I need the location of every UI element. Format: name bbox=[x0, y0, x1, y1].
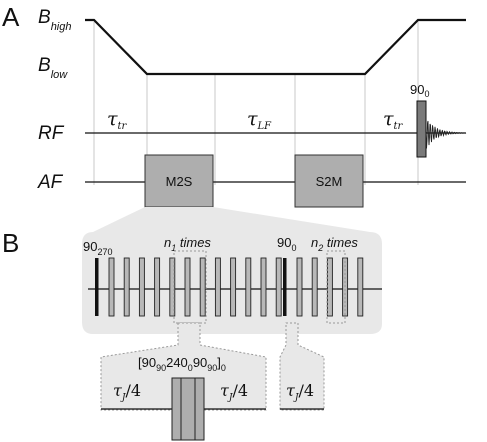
tau-tr-label-2: τtr bbox=[383, 108, 404, 132]
n1-train-pulse bbox=[275, 257, 282, 317]
composite-block-3 bbox=[194, 377, 205, 441]
b-high-label: Bhigh bbox=[38, 7, 71, 33]
s2m-label: S2M bbox=[316, 174, 343, 189]
tau-j-label-gap: τJ/4 bbox=[286, 381, 314, 403]
n1-train-pulse bbox=[245, 257, 252, 317]
tau-j-label-left: τJ/4 bbox=[113, 381, 141, 403]
n2-times-label: n2 times bbox=[311, 235, 358, 253]
n2-selection-box bbox=[326, 250, 346, 324]
readout-pulse-label: 900 bbox=[410, 82, 429, 99]
fid-signal bbox=[425, 120, 467, 149]
panel-b-label: B bbox=[2, 228, 19, 258]
mid-90-pulse bbox=[283, 258, 287, 316]
field-trajectory bbox=[85, 18, 466, 76]
composite-pulse-label: [909024009090]0 bbox=[138, 355, 226, 373]
n1-train-pulse bbox=[138, 257, 145, 317]
s2m-box bbox=[294, 154, 364, 208]
n1-train-pulse bbox=[214, 257, 221, 317]
panel-a-label: A bbox=[2, 2, 20, 32]
af-label: AF bbox=[37, 172, 64, 193]
pulse-train-n1 bbox=[108, 257, 282, 317]
m2s-label: M2S bbox=[166, 174, 193, 189]
timing-guides bbox=[93, 20, 419, 185]
composite-block-2 bbox=[180, 377, 196, 441]
composite-pulse-blocks bbox=[171, 377, 205, 441]
n1-train-pulse bbox=[184, 257, 191, 317]
n1-train-pulse bbox=[154, 257, 161, 317]
n2-train-pulse bbox=[296, 257, 303, 317]
gap-callout bbox=[279, 322, 325, 411]
readout-pulse bbox=[416, 100, 427, 158]
mid-pulse-label: 900 bbox=[277, 235, 296, 253]
tau-lf-label: τLF bbox=[247, 108, 272, 132]
n1-train-pulse bbox=[260, 257, 267, 317]
n2-train-pulse bbox=[357, 257, 364, 317]
n2-train-pulse bbox=[326, 257, 333, 317]
first-90-pulse bbox=[95, 258, 99, 316]
n2-train-pulse bbox=[311, 257, 318, 317]
composite-block-1 bbox=[171, 377, 182, 441]
n1-train-pulse bbox=[169, 257, 176, 317]
n1-train-pulse bbox=[108, 257, 115, 317]
rf-label: RF bbox=[38, 123, 65, 144]
tau-tr-label-1: τtr bbox=[107, 108, 128, 132]
tau-j-label-right: τJ/4 bbox=[220, 381, 248, 403]
b-low-label: Blow bbox=[38, 55, 68, 81]
n1-train-pulse bbox=[199, 257, 206, 317]
n1-train-pulse bbox=[230, 257, 237, 317]
n1-train-pulse bbox=[123, 257, 130, 317]
first-pulse-label: 90270 bbox=[83, 239, 113, 257]
m2s-box bbox=[144, 154, 214, 208]
n1-times-label: n1 times bbox=[164, 235, 211, 253]
composite-callout bbox=[100, 322, 267, 411]
